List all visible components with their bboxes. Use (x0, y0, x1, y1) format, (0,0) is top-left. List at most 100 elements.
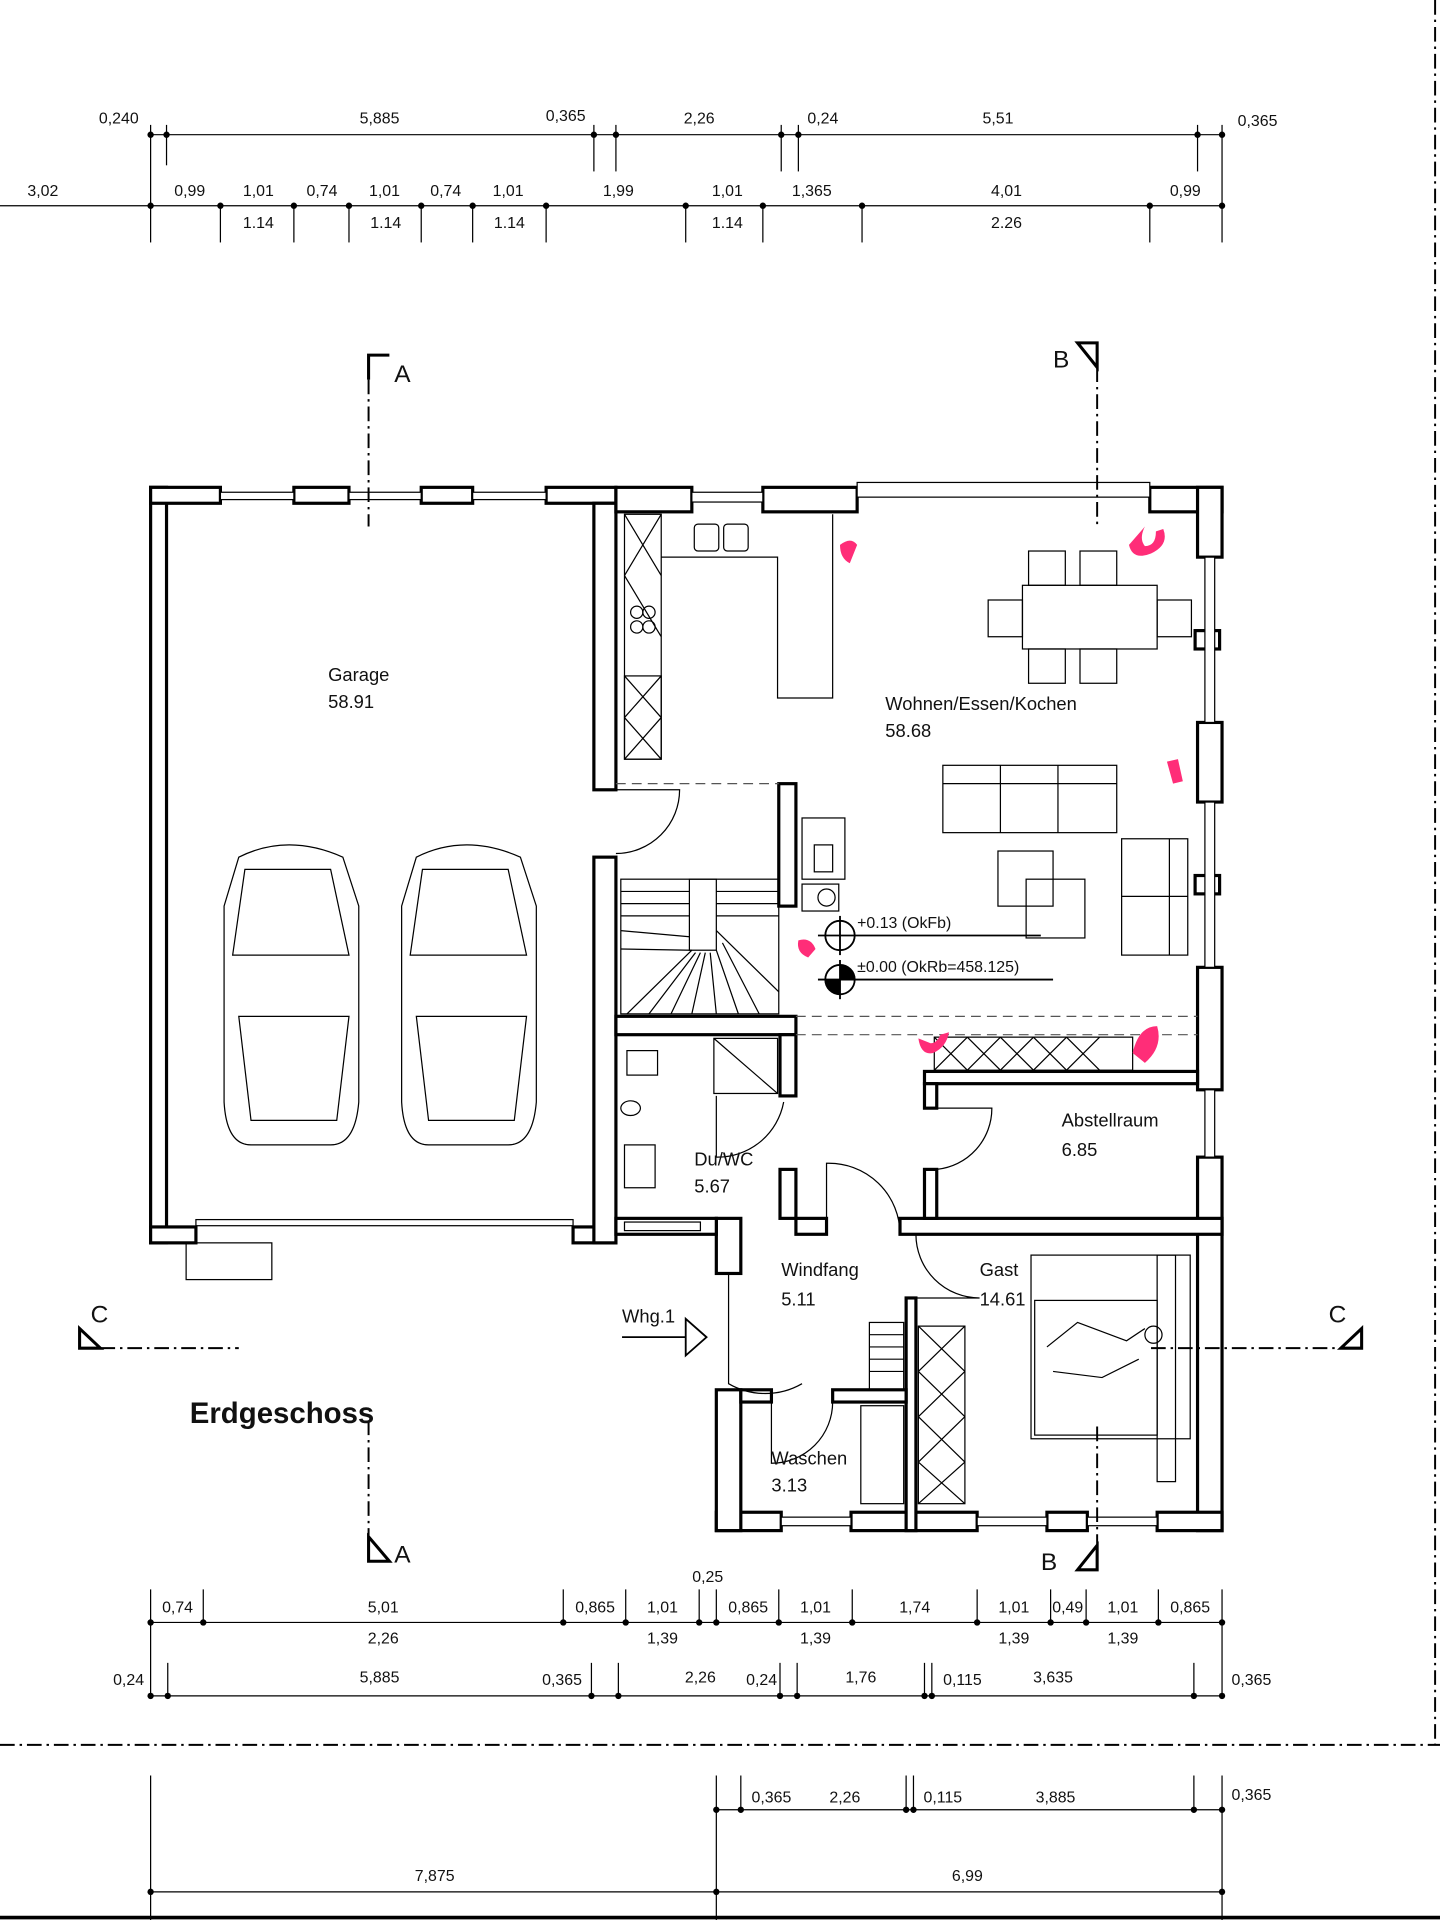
section-label: B (1041, 1549, 1057, 1576)
level-marker-rough: ±0.00 (OkRb=458.125) (817, 959, 1054, 1000)
room-area-entry: 5.11 (781, 1288, 815, 1309)
dim-label: 1,01 (493, 183, 524, 200)
dim-label: 1,76 (845, 1669, 876, 1686)
dim-label: 0,25 (692, 1569, 723, 1586)
section-marker-c-right: C (1151, 1301, 1364, 1350)
dimension-tick-dot (928, 1692, 936, 1700)
dim-label: 0,99 (174, 183, 205, 200)
dimension-top-row1: 0,240 5,885 0,365 2,26 0,24 5,51 0,365 (99, 108, 1278, 243)
dim-label: 1.14 (370, 215, 401, 232)
section-marker-b-bottom: B (1041, 1426, 1099, 1576)
section-label: B (1053, 346, 1069, 373)
dining-table (987, 550, 1193, 684)
dim-label: 0,365 (546, 108, 586, 125)
dim-label: 1.14 (712, 215, 743, 232)
dim-label: 4,01 (991, 183, 1022, 200)
room-name-storage: Abstellraum (1062, 1110, 1159, 1131)
dimension-tick-dot (290, 202, 298, 209)
dimension-tick-dot (469, 202, 476, 209)
dim-label: 0,865 (728, 1600, 768, 1617)
room-name-garage: Garage (328, 664, 389, 685)
dimension-bottom-row2: 0,24 5,885 0,365 2,26 0,24 1,76 0,115 3,… (113, 1662, 1271, 1697)
dimension-tick-dot (713, 1806, 720, 1813)
dim-label: 7,875 (415, 1868, 455, 1885)
dim-label: 0,115 (943, 1672, 982, 1689)
dim-label: 0,74 (162, 1600, 193, 1617)
dim-label: 5,885 (360, 111, 400, 128)
section-label: A (394, 361, 411, 388)
dimension-top-row2: 3,02 0,99 1,01 0,74 1,01 0,74 1,01 1,99 … (0, 183, 1223, 243)
section-marker-a-bottom: A (367, 1420, 411, 1568)
room-name-living: Wohnen/Essen/Kochen (885, 693, 1077, 714)
dimension-tick-dot (1047, 1619, 1054, 1626)
level-label: +0.13 (OkFb) (857, 915, 951, 932)
dimension-tick-dot (147, 131, 154, 138)
bathroom-fixtures (620, 1036, 1134, 1189)
dimension-tick-dot (775, 1619, 782, 1626)
floor-title: Erdgeschoss (190, 1397, 374, 1430)
dim-label: 2.26 (991, 215, 1022, 232)
room-area-laundry: 3.13 (771, 1474, 807, 1495)
dimension-bottom-row4: 7,875 6,99 (150, 1868, 1223, 1893)
dim-label: 3,885 (1036, 1789, 1076, 1806)
dimension-tick-dot (858, 202, 866, 209)
dimension-tick-dot (217, 202, 224, 209)
dim-label: 2,26 (685, 1669, 716, 1686)
entrance-label: Whg.1 (622, 1305, 675, 1326)
garage-step (185, 1242, 273, 1281)
dimension-tick-dot (147, 202, 154, 209)
dimension-tick-dot (696, 1619, 703, 1626)
living-furniture (801, 764, 1189, 956)
dim-label: 0,74 (307, 183, 338, 200)
dimension-tick-dot (622, 1619, 629, 1626)
dimension-tick-dot (849, 1619, 856, 1626)
dim-label: 0,365 (1232, 1787, 1272, 1804)
dimension-tick-dot (902, 1806, 910, 1813)
room-labels: Garage 58.91 Wohnen/Essen/Kochen 58.68 A… (328, 664, 1158, 1496)
dim-label: 1,01 (1107, 1600, 1138, 1617)
dimension-tick-dot (778, 131, 785, 138)
section-marker-a-top: A (367, 353, 411, 527)
dim-label: 5,01 (368, 1600, 399, 1617)
kitchen (623, 513, 834, 760)
dim-label: 1,99 (603, 183, 634, 200)
car-left (223, 844, 360, 1146)
dim-label: 1,01 (800, 1600, 831, 1617)
dim-label: 5,51 (982, 111, 1013, 128)
dim-label: 0,49 (1052, 1600, 1083, 1617)
dim-label: 1,01 (998, 1600, 1029, 1617)
dim-label: 2,26 (829, 1789, 860, 1806)
dim-label: 6,99 (952, 1868, 983, 1885)
room-area-bath: 5.67 (694, 1176, 730, 1197)
dimension-tick-dot (1218, 1806, 1226, 1813)
dimension-tick-dot (1146, 202, 1153, 209)
dim-label: 0,24 (113, 1672, 144, 1689)
dimension-tick-dot (615, 1692, 622, 1700)
dimension-tick-dot (1218, 131, 1226, 138)
dim-label: 1,01 (647, 1600, 678, 1617)
dimension-tick-dot (590, 131, 598, 138)
dimension-tick-dot (1218, 1619, 1226, 1626)
dim-label: 0,865 (1170, 1600, 1210, 1617)
dim-label: 0,240 (99, 111, 139, 128)
dimension-tick-dot (418, 202, 425, 209)
dimension-tick-dot (345, 202, 353, 209)
bedroom-furniture (860, 1254, 1191, 1505)
dimension-tick-dot (795, 131, 802, 138)
dim-label: 0,365 (1238, 113, 1278, 130)
windows (219, 481, 1216, 1527)
stairs (620, 878, 780, 1015)
level-label: ±0.00 (OkRb=458.125) (857, 959, 1019, 976)
room-area-garage: 58.91 (328, 691, 374, 712)
doors (615, 789, 993, 1464)
dimension-tick-dot (793, 1692, 801, 1700)
dimension-tick-dot (1155, 1619, 1162, 1626)
dashed-lines (615, 783, 1198, 1036)
section-marker-c-left: C (78, 1301, 239, 1350)
room-name-bath: Du/WC (694, 1149, 753, 1170)
dim-label: 0,24 (807, 111, 838, 128)
dimension-tick-dot (910, 1806, 917, 1813)
dim-label: 0,365 (752, 1789, 792, 1806)
room-area-guest: 14.61 (980, 1288, 1026, 1309)
